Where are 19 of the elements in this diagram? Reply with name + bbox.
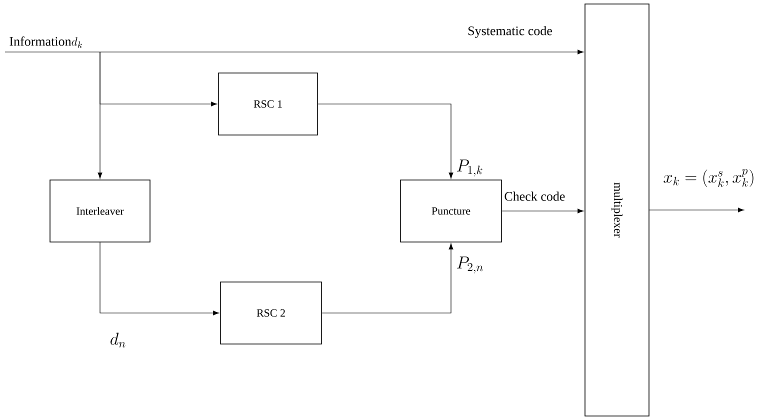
multiplexer-box: multiplexer xyxy=(584,4,650,416)
edge-label: $d_{n}$ xyxy=(108,332,128,348)
arrow xyxy=(578,50,584,54)
process-box: Puncture xyxy=(400,180,502,242)
process-box: RSC 2 xyxy=(220,282,322,344)
arrow xyxy=(649,208,744,212)
arrow xyxy=(98,52,102,179)
edge-label: Systematic code xyxy=(466,25,554,39)
arrow xyxy=(502,208,584,214)
arrow xyxy=(322,243,454,314)
edge-label: Check code xyxy=(503,190,566,202)
arrow xyxy=(318,104,454,179)
process-box: Interleaver xyxy=(50,180,150,242)
edge-label: $P_{1,k}$ xyxy=(455,158,484,178)
process-box: RSC 1 xyxy=(218,72,318,136)
arrow xyxy=(100,242,220,316)
edge-label: $P_{2,n}$ xyxy=(455,256,485,274)
edge-label: $x_{k} =(x_{k}^{s}, x_{k}^{p})$ xyxy=(662,168,756,188)
input-label: Information$d_{k}$ xyxy=(10,36,82,48)
